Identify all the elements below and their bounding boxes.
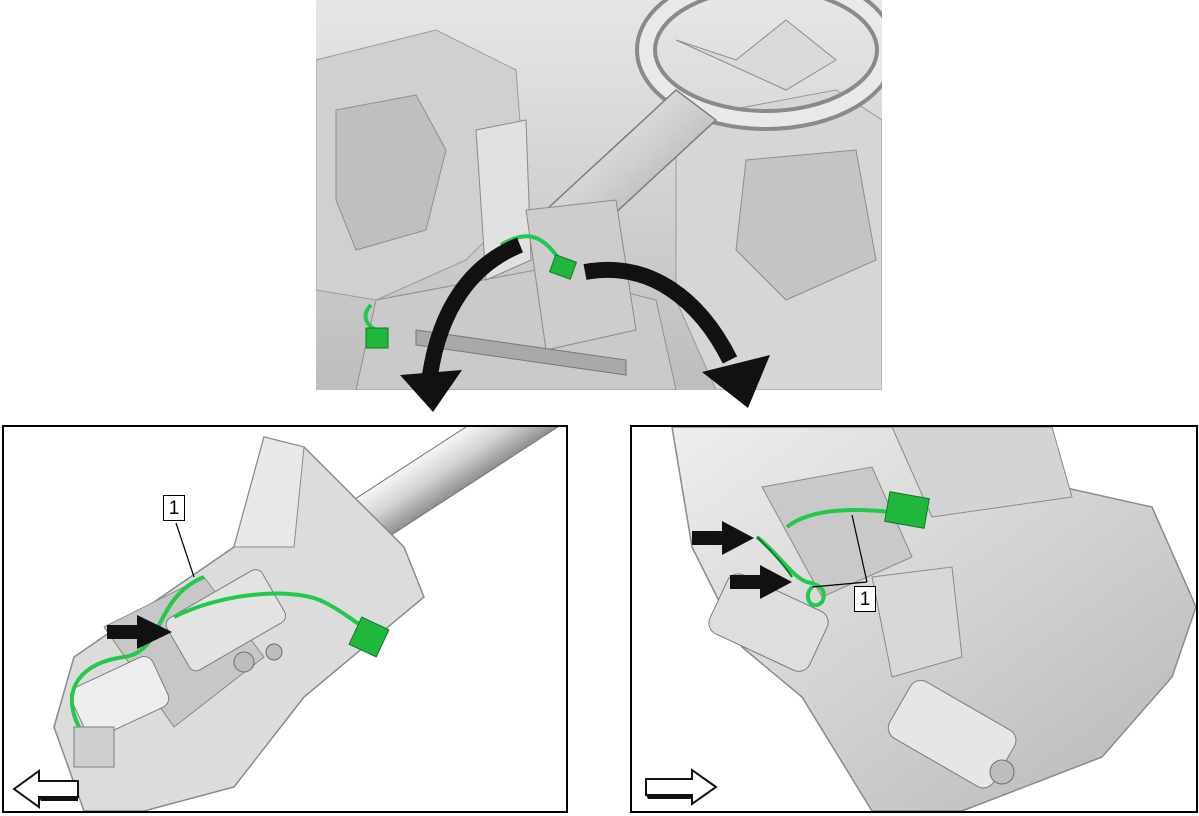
right-detail-view: 1 bbox=[630, 425, 1198, 813]
steering-column-right-side-drawing bbox=[645, 427, 1196, 811]
solid-arrow-icon bbox=[730, 565, 792, 599]
arrow-right-outline-icon bbox=[645, 768, 718, 806]
left-detail-view: 1 bbox=[2, 425, 568, 813]
solid-arrow-icon bbox=[107, 615, 172, 649]
curved-arrow-icon bbox=[583, 261, 770, 408]
curved-arrow-icon bbox=[400, 237, 524, 412]
solid-arrow-icon bbox=[692, 521, 754, 555]
flow-arrows-layer bbox=[400, 237, 770, 412]
callout-1-right: 1 bbox=[854, 586, 876, 612]
callout-1-left: 1 bbox=[163, 495, 185, 521]
steering-column-left-side-drawing bbox=[12, 427, 566, 811]
arrow-left-outline-icon bbox=[12, 769, 79, 809]
